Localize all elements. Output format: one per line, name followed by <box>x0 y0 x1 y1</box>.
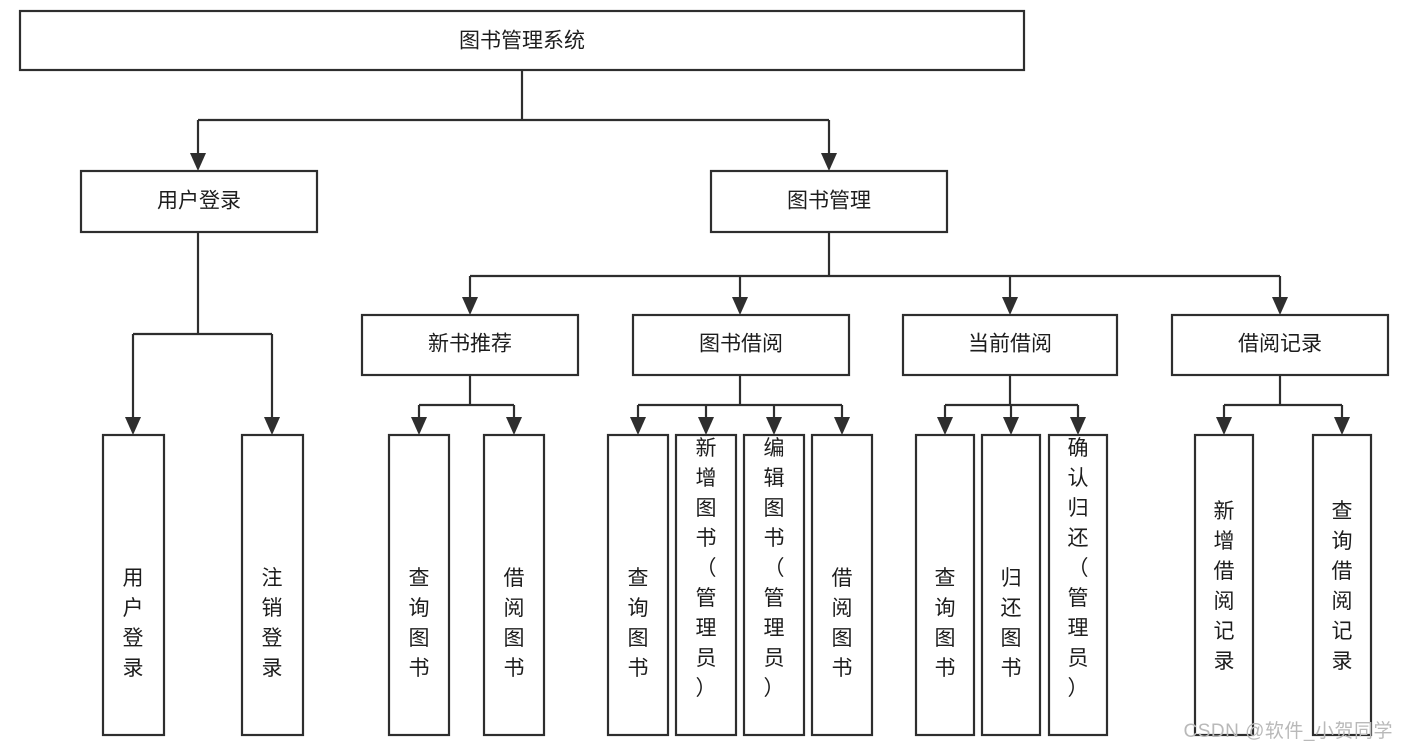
leaf-borrow-edit-book[interactable]: 编辑图书（管理员） <box>742 433 806 737</box>
arrow-userlogin-leaf2-icon <box>264 417 280 435</box>
arrow-borrow-leaf2-icon <box>698 417 714 435</box>
leaf-user-login-signin-box[interactable] <box>101 433 166 737</box>
arrow-root-to-book-mgmt-icon <box>821 153 837 171</box>
leaf-current-confirm-return-label: 确认归还（管理员） <box>1068 437 1089 700</box>
leaf-current-return[interactable]: 归还图书 <box>980 433 1042 737</box>
node-user-login[interactable]: 用户登录 <box>79 169 319 234</box>
leaf-newbook-borrow[interactable]: 借阅图书 <box>482 433 546 737</box>
leaf-current-query-label: 查询图书 <box>935 567 956 680</box>
leaf-user-login-signout-label: 注销登录 <box>262 567 283 680</box>
node-book-management[interactable]: 图书管理 <box>709 169 949 234</box>
leaf-newbook-borrow-box[interactable] <box>482 433 546 737</box>
leaf-user-login-signout-box[interactable] <box>240 433 305 737</box>
leaf-record-query-box[interactable] <box>1311 433 1373 737</box>
leaf-current-return-label: 归还图书 <box>1001 567 1022 680</box>
arrow-current-leaf3-icon <box>1070 417 1086 435</box>
node-user-login-box[interactable] <box>79 169 319 234</box>
edges-layer <box>125 70 1350 435</box>
node-current-borrow-label: 当前借阅 <box>968 333 1052 356</box>
leaf-record-add[interactable]: 新增借阅记录 <box>1193 433 1255 737</box>
node-book-management-box[interactable] <box>709 169 949 234</box>
arrow-record-leaf1-icon <box>1216 417 1232 435</box>
arrow-borrow-leaf4-icon <box>834 417 850 435</box>
node-user-login-label: 用户登录 <box>157 190 241 213</box>
node-borrow-record[interactable]: 借阅记录 <box>1170 313 1390 377</box>
leaf-borrow-borrow-book-label: 借阅图书 <box>832 567 853 680</box>
node-current-borrow-box[interactable] <box>901 313 1119 377</box>
leaf-borrow-query-label: 查询图书 <box>628 567 649 680</box>
leaf-newbook-borrow-label: 借阅图书 <box>504 567 525 680</box>
leaf-user-login-signout[interactable]: 注销登录 <box>240 433 305 737</box>
arrow-newbook-leaf1-icon <box>411 417 427 435</box>
arrow-userlogin-leaf1-icon <box>125 417 141 435</box>
node-book-borrow-label: 图书借阅 <box>699 333 783 356</box>
leaf-newbook-query[interactable]: 查询图书 <box>387 433 451 737</box>
leaf-record-add-box[interactable] <box>1193 433 1255 737</box>
node-book-borrow-box[interactable] <box>631 313 851 377</box>
leaf-current-confirm-return-box[interactable] <box>1047 433 1109 737</box>
node-book-management-label: 图书管理 <box>787 190 871 213</box>
node-new-book-recommend[interactable]: 新书推荐 <box>360 313 580 377</box>
leaf-borrow-borrow-book[interactable]: 借阅图书 <box>810 433 874 737</box>
leaf-current-return-box[interactable] <box>980 433 1042 737</box>
arrow-bookmgmt-record-icon <box>1272 297 1288 315</box>
leaf-borrow-borrow-book-box[interactable] <box>810 433 874 737</box>
arrow-bookmgmt-newbook-icon <box>462 297 478 315</box>
leaf-record-query[interactable]: 查询借阅记录 <box>1311 433 1373 737</box>
node-borrow-record-label: 借阅记录 <box>1238 333 1322 356</box>
leaf-newbook-query-label: 查询图书 <box>409 567 430 680</box>
leaf-current-query-box[interactable] <box>914 433 976 737</box>
leaf-borrow-query-box[interactable] <box>606 433 670 737</box>
leaf-borrow-add-book-box[interactable] <box>674 433 738 737</box>
leaf-record-add-label: 新增借阅记录 <box>1214 500 1235 673</box>
leaf-borrow-add-book-label: 新增图书（管理员） <box>696 437 717 700</box>
leaf-record-query-label: 查询借阅记录 <box>1332 500 1353 673</box>
csdn-watermark: CSDN @软件_小贺同学 <box>1183 721 1393 742</box>
node-root-label: 图书管理系统 <box>459 30 585 53</box>
node-root[interactable]: 图书管理系统 <box>18 9 1026 72</box>
arrow-bookmgmt-borrow-icon <box>732 297 748 315</box>
node-borrow-record-box[interactable] <box>1170 313 1390 377</box>
leaf-borrow-add-book[interactable]: 新增图书（管理员） <box>674 433 738 737</box>
arrow-bookmgmt-current-icon <box>1002 297 1018 315</box>
leaf-borrow-query[interactable]: 查询图书 <box>606 433 670 737</box>
leaf-borrow-edit-book-box[interactable] <box>742 433 806 737</box>
leaf-user-login-signin-label: 用户登录 <box>123 567 144 680</box>
arrow-current-leaf1-icon <box>937 417 953 435</box>
leaf-current-query[interactable]: 查询图书 <box>914 433 976 737</box>
leaf-newbook-query-box[interactable] <box>387 433 451 737</box>
leaf-current-confirm-return[interactable]: 确认归还（管理员） <box>1047 433 1109 737</box>
node-new-book-recommend-box[interactable] <box>360 313 580 377</box>
node-current-borrow[interactable]: 当前借阅 <box>901 313 1119 377</box>
node-new-book-recommend-label: 新书推荐 <box>428 333 512 356</box>
leaf-user-login-signin[interactable]: 用户登录 <box>101 433 166 737</box>
node-book-borrow[interactable]: 图书借阅 <box>631 313 851 377</box>
node-root-box[interactable] <box>18 9 1026 72</box>
arrow-root-to-user-login-icon <box>190 153 206 171</box>
arrow-current-leaf2-icon <box>1003 417 1019 435</box>
arrow-borrow-leaf1-icon <box>630 417 646 435</box>
arrow-borrow-leaf3-icon <box>766 417 782 435</box>
arrow-newbook-leaf2-icon <box>506 417 522 435</box>
arrow-record-leaf2-icon <box>1334 417 1350 435</box>
leaf-borrow-edit-book-label: 编辑图书（管理员） <box>764 437 785 700</box>
